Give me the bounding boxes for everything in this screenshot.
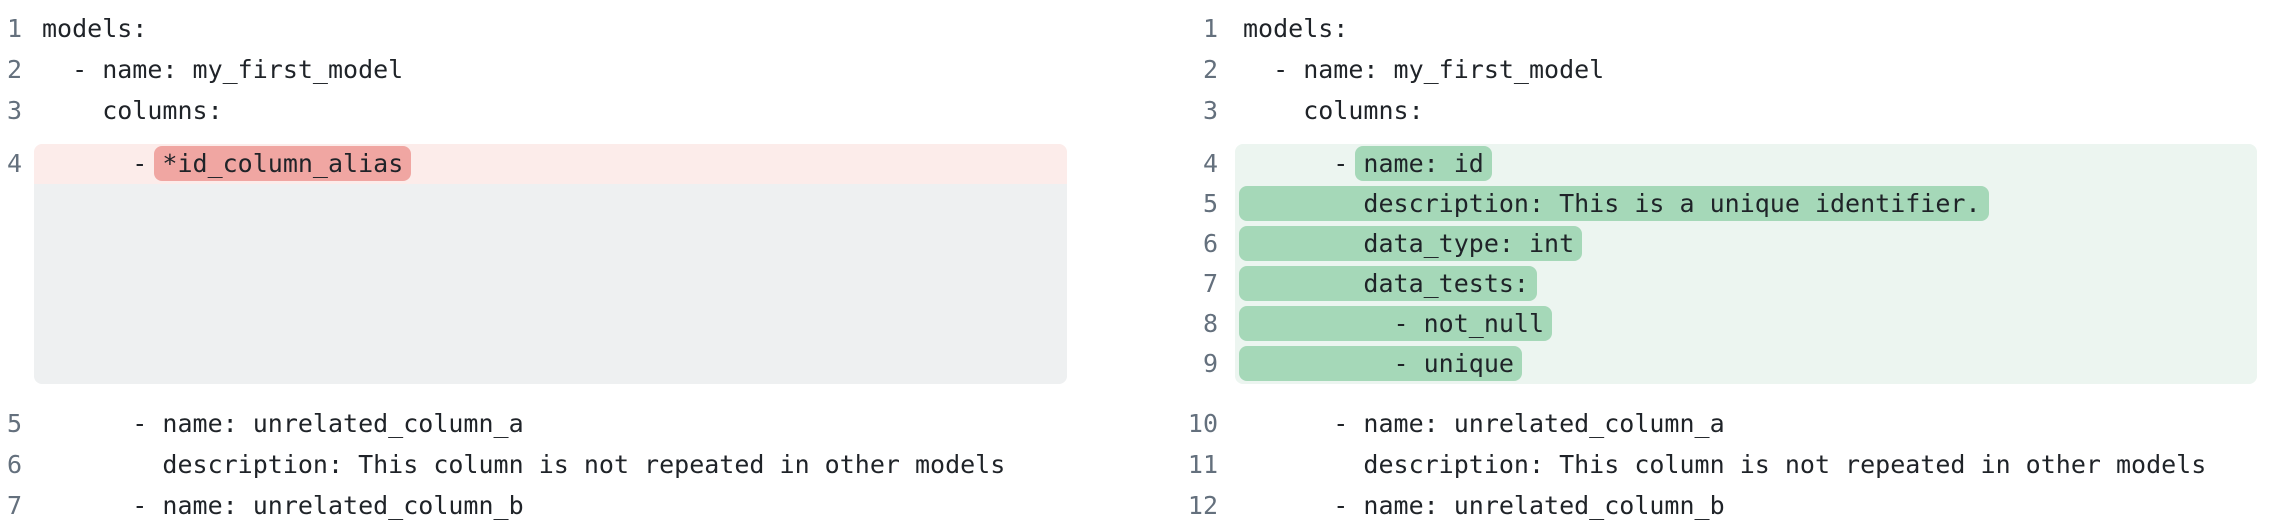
diff-line: 1 models: (1139, 8, 2278, 49)
collapsed-placeholder (34, 184, 1067, 384)
diff-line: 6 description: This column is not repeat… (0, 444, 1139, 485)
added-token-highlight: - unique (1239, 346, 1522, 381)
line-number: 12 (1187, 491, 1218, 520)
line-number: 1 (1202, 14, 1218, 43)
code-text: - name: unrelated_column_b (42, 491, 524, 520)
diff-line: 2 - name: my_first_model (0, 49, 1139, 90)
line-number: 7 (1202, 269, 1218, 298)
added-token-highlight: data_type: int (1239, 226, 1583, 261)
code-text: columns: (1243, 96, 1424, 125)
line-number: 8 (1202, 309, 1218, 338)
code-text: - name: id (1235, 144, 2257, 184)
code-text: - *id_column_alias (34, 144, 1067, 184)
diff-line: 4 - name: id (1139, 144, 2278, 184)
added-token-highlight: name: id (1355, 146, 1492, 181)
line-number: 11 (1187, 450, 1218, 479)
added-token-highlight: - not_null (1239, 306, 1553, 341)
removed-token-highlight: *id_column_alias (154, 146, 412, 181)
diff-line: 5 - name: unrelated_column_a (0, 403, 1139, 444)
line-number: 1 (6, 14, 22, 43)
diff-line: 7 data_tests: (1139, 264, 2278, 304)
line-number: 4 (6, 149, 22, 178)
line-number: 10 (1187, 409, 1218, 438)
code-segment: - (42, 149, 163, 178)
code-text: columns: (42, 96, 223, 125)
code-segment: - (1243, 149, 1364, 178)
code-text: description: This column is not repeated… (1243, 450, 2207, 479)
code-text: - name: my_first_model (42, 55, 404, 84)
line-number: 5 (6, 409, 22, 438)
diff-line: 9 - unique (1139, 344, 2278, 384)
code-text: - not_null (1235, 304, 2257, 344)
diff-line: 6 data_type: int (1139, 224, 2278, 264)
diff-line: 5 description: This is a unique identifi… (1139, 184, 2278, 224)
line-number: 3 (1202, 96, 1218, 125)
code-text: - unique (1235, 344, 2257, 384)
code-text: description: This is a unique identifier… (1235, 184, 2257, 224)
diff-line: 7 - name: unrelated_column_b (0, 485, 1139, 526)
line-number: 6 (1202, 229, 1218, 258)
diff-line: 2 - name: my_first_model (1139, 49, 2278, 90)
code-text: data_type: int (1235, 224, 2257, 264)
line-number: 4 (1202, 149, 1218, 178)
code-text: - name: my_first_model (1243, 55, 1605, 84)
code-text: models: (42, 14, 148, 43)
code-text: data_tests: (1235, 264, 2257, 304)
diff-line: 10 - name: unrelated_column_a (1139, 403, 2278, 444)
line-number (0, 184, 22, 384)
line-number: 3 (6, 96, 22, 125)
diff-line: 8 - not_null (1139, 304, 2278, 344)
added-token-highlight: data_tests: (1239, 266, 1537, 301)
line-number: 9 (1202, 349, 1218, 378)
diff-line: 12 - name: unrelated_column_b (1139, 485, 2278, 526)
line-number: 7 (6, 491, 22, 520)
line-number: 6 (6, 450, 22, 479)
added-token-highlight: description: This is a unique identifier… (1239, 186, 1989, 221)
code-text: models: (1243, 14, 1349, 43)
line-number: 5 (1202, 189, 1218, 218)
diff-line: 4 - *id_column_alias (0, 144, 1139, 184)
line-number: 2 (1202, 55, 1218, 84)
line-number: 2 (6, 55, 22, 84)
code-text: - name: unrelated_column_a (42, 409, 524, 438)
code-text: description: This column is not repeated… (42, 450, 1006, 479)
code-text: - name: unrelated_column_b (1243, 491, 1725, 520)
diff-line: 3 columns: (0, 90, 1139, 131)
diff-line: 3 columns: (1139, 90, 2278, 131)
diff-line: 1 models: (0, 8, 1139, 49)
code-text: - name: unrelated_column_a (1243, 409, 1725, 438)
diff-line: 11 description: This column is not repea… (1139, 444, 2278, 485)
diff-spacer-row (0, 184, 1139, 384)
